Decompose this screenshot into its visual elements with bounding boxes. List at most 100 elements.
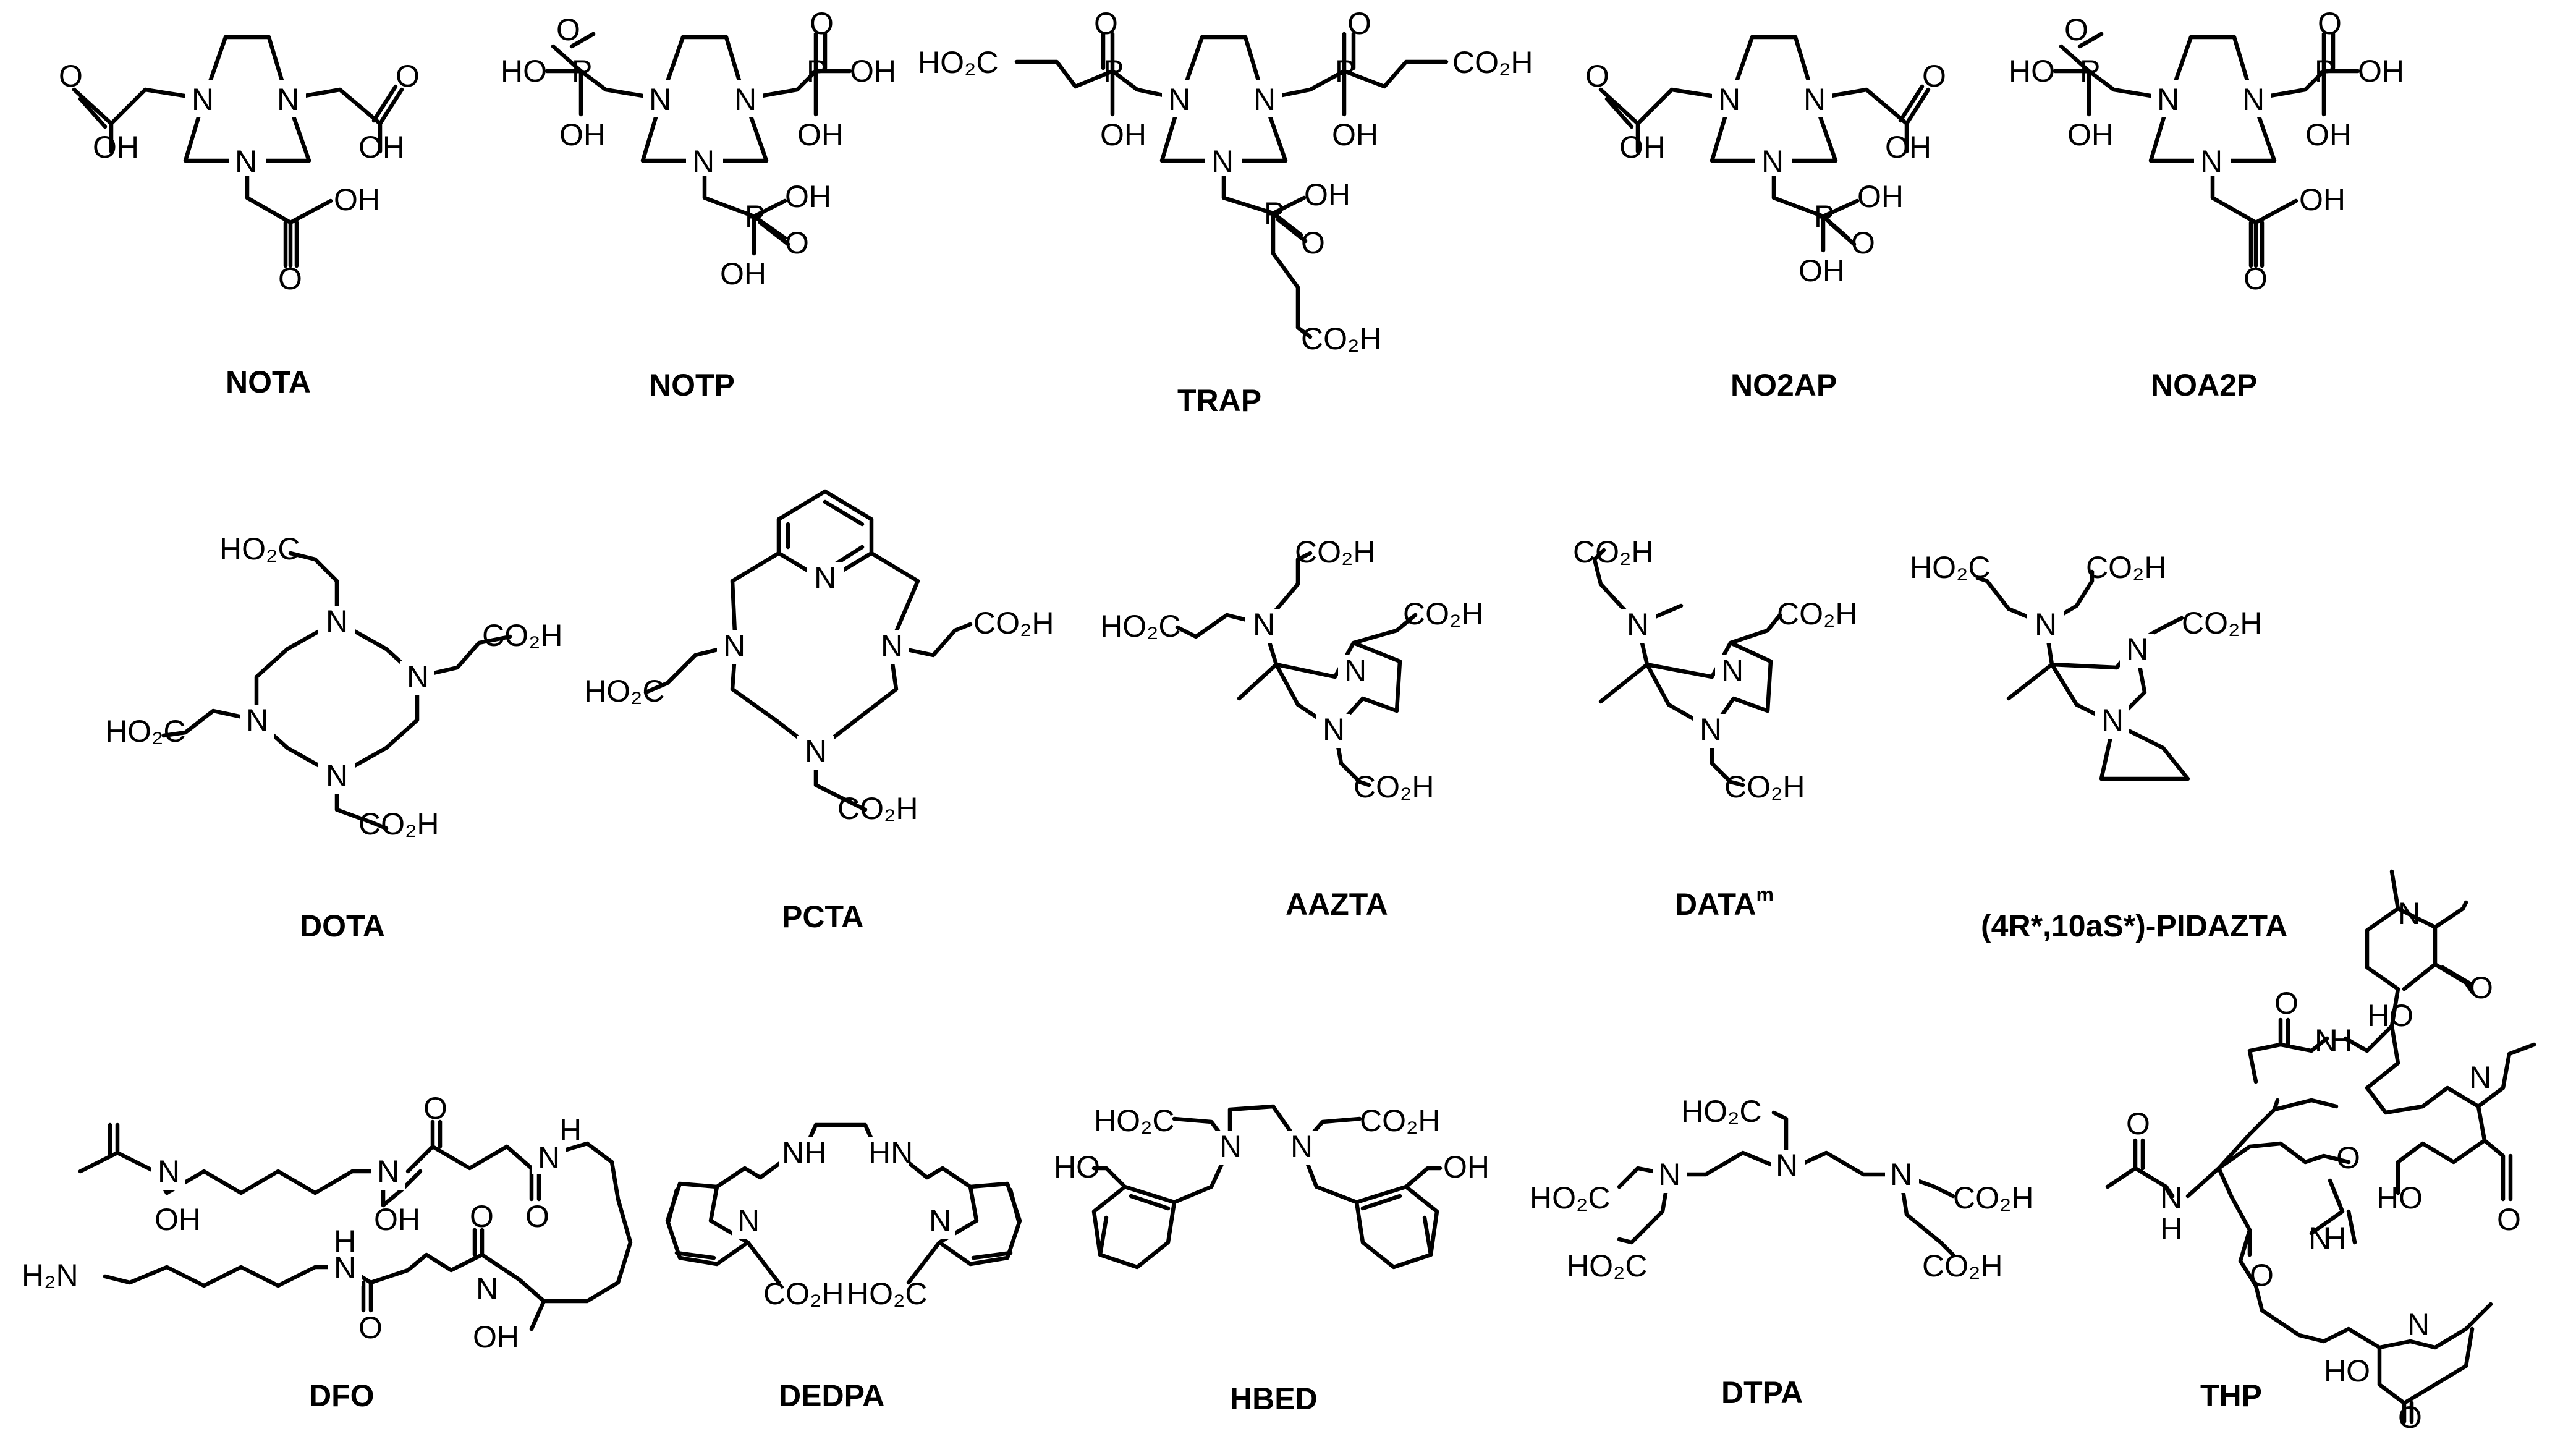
compound-name-dtpa: DTPA	[1721, 1375, 1803, 1410]
atom-co2h: CO₂H	[763, 1276, 844, 1311]
label-bg	[924, 1205, 955, 1239]
label-bg	[865, 1137, 909, 1171]
label-bg	[229, 139, 266, 176]
atom-n: N	[158, 1154, 180, 1189]
label-bg	[2095, 705, 2129, 739]
atom-n: N	[192, 82, 214, 117]
label-bg	[371, 1156, 405, 1190]
label-bg	[400, 661, 434, 695]
label-bg	[1162, 80, 1196, 117]
atom-o: O	[1347, 6, 1371, 41]
atom-oh: OH	[1304, 177, 1350, 212]
molecule-datam: N N N CO₂H CO₂H CO₂H DATAm	[1573, 535, 1858, 922]
label-bg	[729, 80, 763, 117]
bonds-pidazta	[1975, 569, 2190, 781]
atom-co2h: CO₂H	[1354, 770, 1434, 804]
atom-co2h: CO₂H	[1777, 596, 1858, 631]
label-bg	[1653, 1159, 1687, 1193]
atom-n: N	[2126, 632, 2148, 666]
bonds-notp	[544, 32, 852, 256]
atom-n: N	[326, 758, 348, 793]
atom-co2h: CO₂H	[973, 606, 1054, 640]
label-bg	[732, 1205, 763, 1239]
label-bg	[1245, 609, 1282, 643]
atom-p: P	[2080, 54, 2100, 88]
molecule-dtpa: HO₂C N N N HO₂C CO₂H HO₂C CO₂H DTPA	[1530, 1094, 2034, 1410]
atom-n: N	[2398, 896, 2420, 931]
atom-co2h: CO₂H	[1301, 321, 1382, 356]
label-bg	[2027, 609, 2064, 643]
atom-n: N	[1658, 1157, 1680, 1192]
label-bg	[1248, 80, 1282, 117]
label-bg	[1715, 655, 1749, 689]
atom-o: O	[1585, 59, 1609, 93]
atom-o: O	[2336, 1140, 2360, 1175]
atom-oh: OH	[334, 182, 380, 217]
bonds-datam	[1592, 548, 1782, 787]
compound-name-trap: TRAP	[1177, 383, 1261, 418]
label-bg	[1214, 1131, 1248, 1165]
atom-n: N	[1803, 82, 1826, 117]
atom-oh: OH	[93, 130, 139, 164]
atom-co2h: CO₂H	[837, 791, 918, 826]
label-bg	[272, 80, 306, 117]
atom-ho2c: HO₂C	[1100, 609, 1181, 643]
atom-n: N	[1776, 1148, 1798, 1182]
atom-n: N	[737, 1203, 760, 1238]
atom-h: H	[2324, 1221, 2346, 1255]
atom-oh: OH	[473, 1320, 519, 1354]
atom-oh: OH	[1857, 179, 1904, 214]
atom-n: N	[1627, 607, 1649, 642]
label-bg	[2151, 80, 2185, 117]
atom-n: N	[2407, 1307, 2430, 1342]
bonds-hbed	[1091, 1104, 1443, 1270]
atom-co2h: CO₂H	[1724, 770, 1805, 804]
label-bg	[318, 760, 355, 794]
atom-n: N	[1290, 1129, 1313, 1164]
label-bg	[797, 736, 834, 770]
molecule-pcta: N N N N CO₂H HO₂C CO₂H PCTA	[584, 489, 1054, 934]
label-bg	[532, 1140, 566, 1174]
bonds-trap	[1014, 32, 1449, 339]
atom-hn: HN	[868, 1135, 913, 1170]
atom-ho2c: HO₂C	[847, 1276, 928, 1311]
molecule-pidazta: N N N HO₂C CO₂H CO₂H (4R*,10aS*)-PIDAZTA	[1910, 550, 2287, 943]
label-bg	[1799, 80, 1832, 117]
atom-n: N	[1323, 712, 1345, 747]
atom-n: N	[2200, 144, 2222, 179]
atom-oh: OH	[2299, 182, 2345, 217]
atom-n: N	[476, 1271, 498, 1306]
atom-co2h: CO₂H	[2086, 550, 2167, 585]
label-bg	[240, 705, 274, 739]
label-bg	[779, 1137, 822, 1171]
compound-name-thp: THP	[2200, 1378, 2262, 1413]
molecule-no2ap: N N N OH O OH O P OH O OH NO2AP	[1585, 35, 1946, 402]
atom-h: H	[2160, 1211, 2182, 1246]
atom-o: O	[358, 1310, 383, 1345]
compound-name-dedpa: DEDPA	[779, 1378, 884, 1413]
atom-n: N	[814, 561, 836, 595]
label-bg	[1755, 139, 1792, 176]
label-bg	[875, 630, 909, 664]
molecule-hbed: HO₂C N N CO₂H HO OH HBED	[1054, 1103, 1489, 1416]
atom-n: N	[1344, 653, 1366, 688]
atom-n: N	[2035, 607, 2057, 642]
atom-o: O	[470, 1199, 494, 1234]
atom-ho: HO	[2324, 1354, 2370, 1388]
label-bg	[185, 80, 219, 117]
compound-name-datam: DATAm	[1675, 883, 1774, 922]
atom-n: N	[1253, 607, 1275, 642]
atom-oh: OH	[1443, 1150, 1489, 1184]
atom-oh: OH	[2305, 117, 2352, 152]
atom-n: N	[1721, 653, 1743, 688]
label-bg	[328, 1252, 362, 1286]
molecule-trap: N N N HO₂C P O OH P O OH CO₂H P OH O CO₂…	[918, 6, 1533, 418]
atom-ho2c: HO₂C	[1681, 1094, 1762, 1129]
atom-n: N	[334, 1250, 356, 1285]
compound-name-nota: NOTA	[226, 365, 311, 399]
label-bg	[643, 80, 677, 117]
atom-o: O	[556, 12, 580, 47]
compound-name-notp: NOTP	[649, 368, 735, 402]
atom-co2h: CO₂H	[1360, 1103, 1441, 1138]
